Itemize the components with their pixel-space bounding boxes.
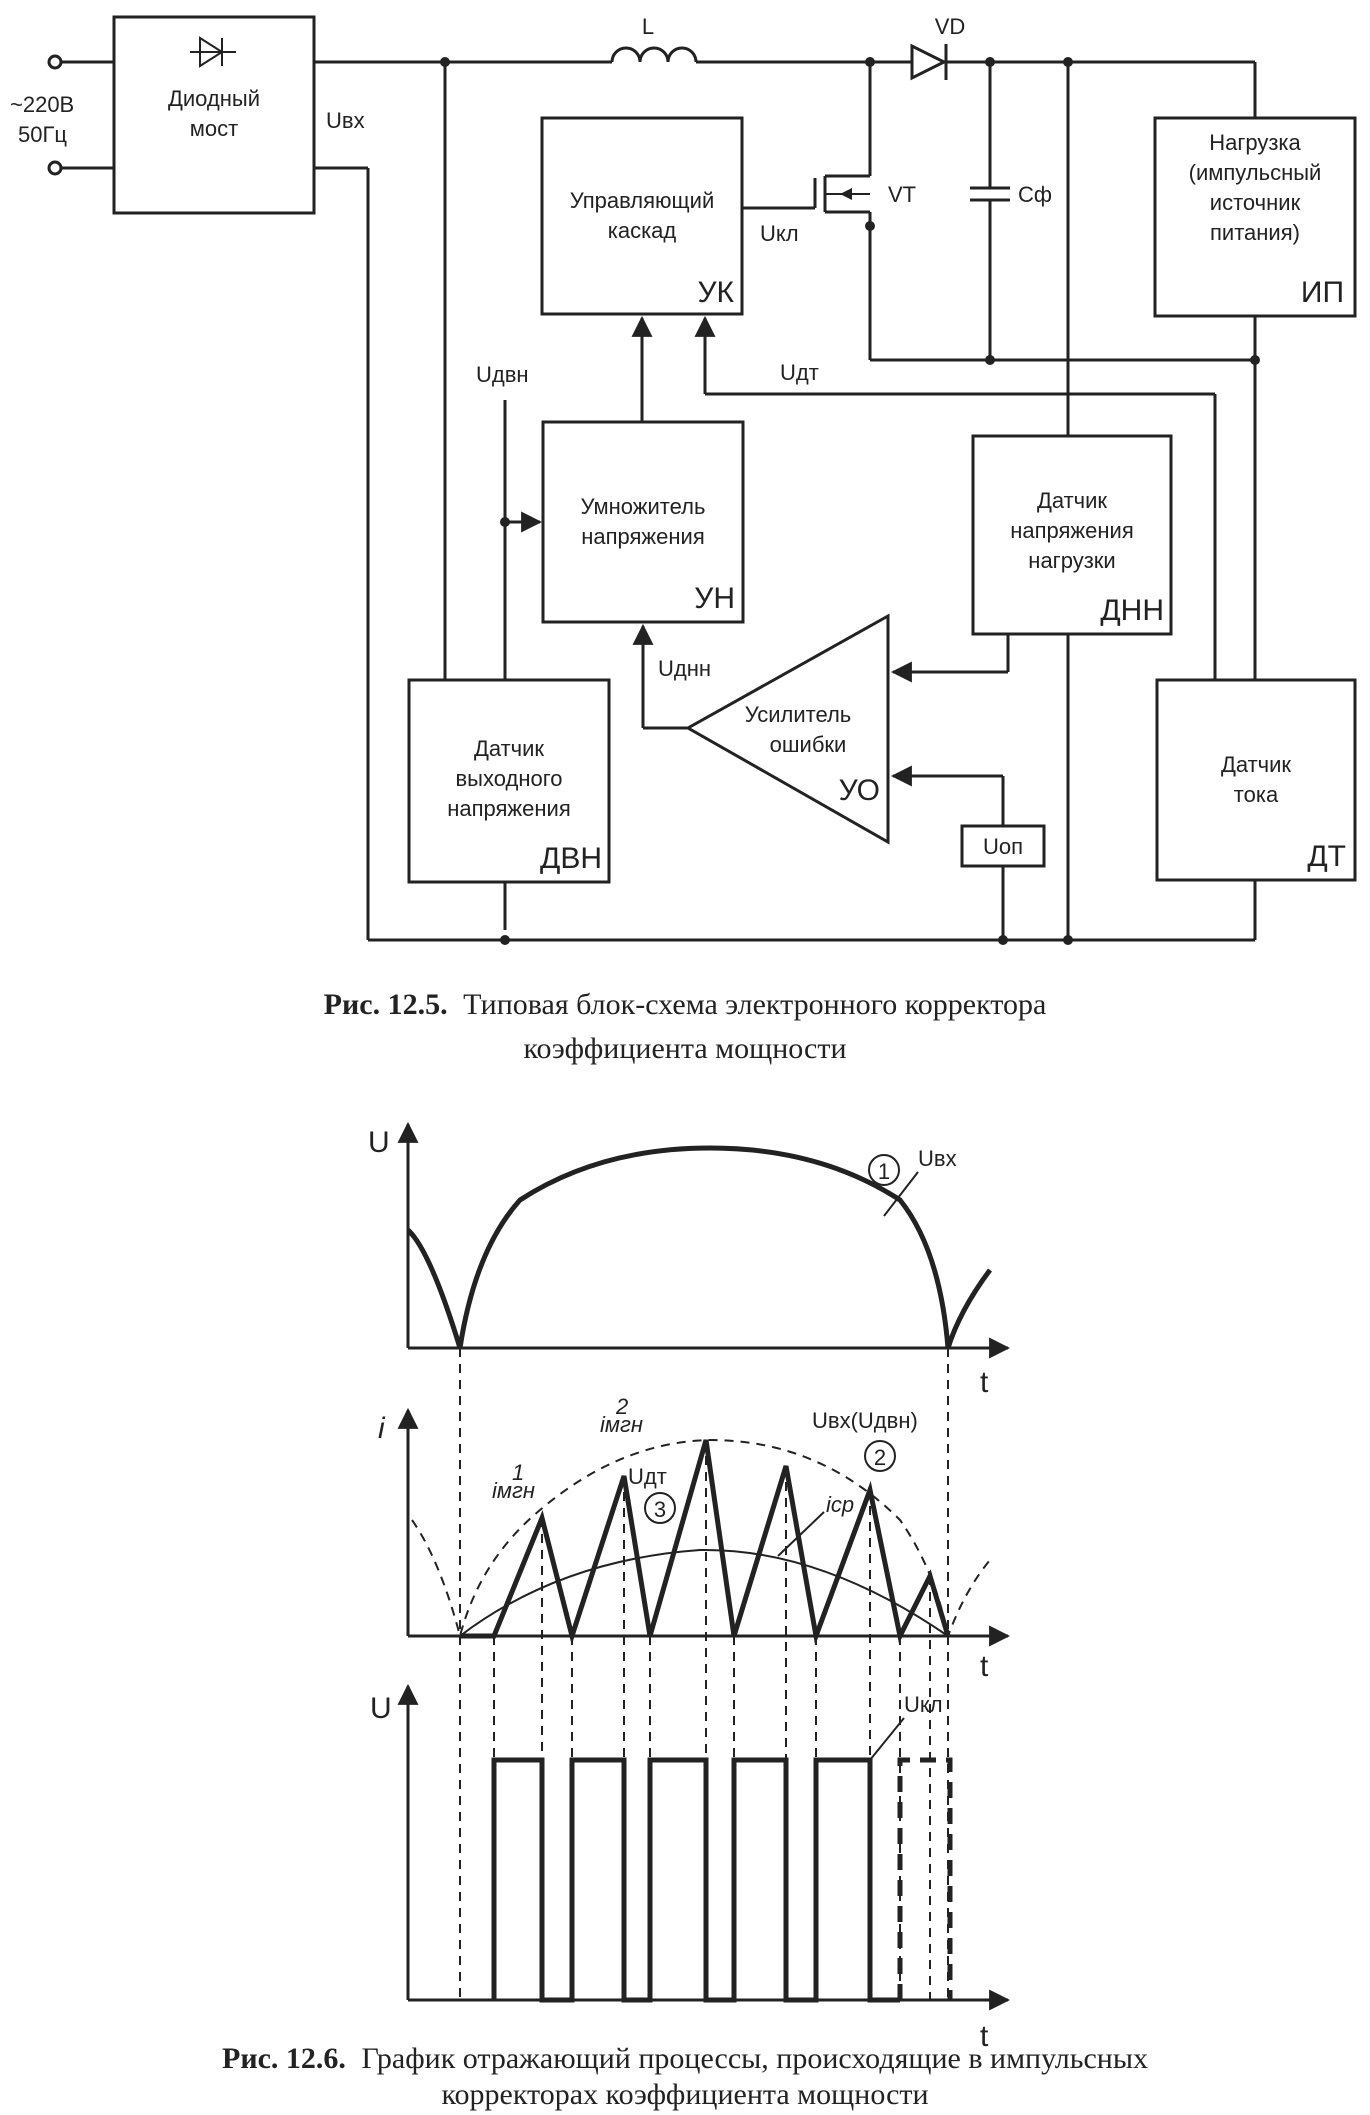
bridge-label-2: мост (190, 116, 238, 141)
graph2-marker-3: 3 (654, 1497, 666, 1522)
uo-label-1: Усилитель (745, 702, 852, 727)
udnn-label: Uднн (658, 656, 711, 681)
figure-12-5-caption: Рис. 12.5. Типовая блок-схема электронно… (324, 988, 1047, 1065)
un-label-2: напряжения (581, 524, 705, 549)
filter-capacitor: Cф (970, 62, 1052, 360)
transistor-vt: VT (813, 174, 916, 214)
output-voltage-sensor-block: Датчик выходного напряжения ДВН (407, 678, 611, 884)
udvn-label: Uдвн (476, 362, 529, 387)
un-label-1: Умножитель (581, 494, 706, 519)
graph2-udt-label: Uдт (628, 1464, 667, 1489)
caption-1-text: Типовая блок-схема электронного корректо… (463, 988, 1046, 1021)
inductor-label: L (642, 14, 654, 39)
graph-switch-pulses: U t Uкл (370, 1683, 1011, 2053)
caption-2-text: График отражающий процессы, происходящие… (361, 2042, 1148, 2075)
graph1-uvx-label: Uвх (918, 1146, 957, 1171)
current-sensor-block: Датчик тока ДТ (1155, 678, 1357, 882)
uo-code: УО (839, 774, 880, 807)
mains-input: ~220В 50Гц (10, 54, 114, 176)
graph2-imgn2-label: iмгн (600, 1412, 643, 1437)
uvx-label: Uвх (326, 108, 365, 133)
diode-label: VD (935, 14, 966, 39)
diode-bridge-block: Диодный мост (112, 15, 316, 215)
timing-graphs: U t 1 Uвх i (368, 1121, 1011, 2053)
un-code: УН (694, 582, 735, 615)
svg-text:Рис. 12.6. График отража: Рис. 12.6. График отражающий процессы, п… (222, 2042, 1148, 2075)
error-amplifier: Усилитель ошибки УО (684, 613, 890, 845)
svg-text:Рис. 12.5. Типовая блок-: Рис. 12.5. Типовая блок-схема электронно… (324, 988, 1047, 1021)
graph2-uvx-udvn-label: Uвх(Uдвн) (812, 1408, 918, 1433)
load-code: ИП (1301, 276, 1344, 309)
bridge-label-1: Диодный (168, 86, 260, 111)
load-label-1: Нагрузка (1209, 130, 1301, 155)
graph1-axis-u: U (368, 1126, 390, 1159)
graph-input-voltage: U t 1 Uвх (368, 1121, 1011, 1399)
dt-code: ДТ (1307, 840, 1346, 873)
uk-label-1: Управляющий (570, 188, 714, 213)
mains-voltage-label: ~220В (10, 92, 74, 117)
graph2-axis-t: t (980, 1650, 989, 1683)
transistor-label: VT (888, 182, 916, 207)
dvn-code: ДВН (540, 842, 602, 875)
load-label-2: (импульсный (1189, 160, 1322, 185)
inductor-symbol: L (610, 14, 698, 63)
uo-label-2: ошибки (770, 732, 847, 757)
uk-code: УК (697, 276, 734, 309)
udt-label: Uдт (780, 360, 819, 385)
graph2-icp-label: iср (826, 1492, 854, 1517)
graph3-ukl-label: Uкл (904, 1692, 943, 1717)
dvn-label-1: Датчик (474, 736, 544, 761)
ukl-label: Uкл (760, 221, 799, 246)
graph2-imgn1-sup: 1 (512, 1460, 524, 1485)
dnn-code: ДНН (1100, 594, 1164, 627)
load-voltage-sensor-block: Датчик напряжения нагрузки ДНН (971, 434, 1173, 636)
dnn-label-3: нагрузки (1028, 548, 1115, 573)
graph2-marker-2: 2 (874, 1445, 886, 1470)
uk-label-2: каскад (608, 218, 677, 243)
graph3-axis-u: U (370, 1692, 392, 1725)
reference-voltage-block: Uоп (960, 824, 1046, 868)
control-stage-block: Управляющий каскад УК (540, 116, 744, 316)
graph1-axis-t: t (980, 1366, 989, 1399)
graph1-marker-1: 1 (878, 1159, 890, 1184)
dnn-label-2: напряжения (1010, 518, 1134, 543)
graph3-axis-t: t (980, 2020, 989, 2053)
dvn-label-3: напряжения (447, 796, 571, 821)
voltage-multiplier-block: Умножитель напряжения УН (541, 420, 745, 624)
caption-2-number: Рис. 12.6. (222, 2042, 346, 2075)
capacitor-label: Cф (1018, 182, 1052, 207)
dt-label-2: тока (1234, 782, 1279, 807)
uop-label: Uоп (983, 834, 1023, 859)
load-block: Нагрузка (импульсный источник питания) И… (1153, 116, 1357, 318)
graph-current: i t iмгн 1 iмгн 2 Uдт 3 Uвх(Uдвн) 2 iср (378, 1394, 1011, 1683)
dt-label-1: Датчик (1221, 752, 1291, 777)
dvn-label-2: выходного (455, 766, 562, 791)
graph2-imgn1-label: iмгн (492, 1478, 535, 1503)
caption-1-line2: коэффициента мощности (523, 1032, 846, 1065)
load-label-4: питания) (1210, 220, 1300, 245)
dnn-label-1: Датчик (1037, 488, 1107, 513)
output-diode: VD (910, 14, 966, 81)
load-label-3: источник (1210, 190, 1301, 215)
block-diagram: ~220В 50Гц Диодный мост Uвх L VD (10, 14, 1357, 945)
diode-symbol-icon (199, 36, 224, 68)
caption-2-line2: корректорах коэффициента мощности (441, 2078, 928, 2111)
mains-frequency-label: 50Гц (18, 122, 67, 147)
caption-1-number: Рис. 12.5. (324, 988, 448, 1021)
graph2-imgn2-sup: 2 (615, 1394, 628, 1419)
graph2-axis-i: i (378, 1412, 386, 1445)
figure-12-6-caption: Рис. 12.6. График отражающий процессы, п… (222, 2042, 1148, 2111)
